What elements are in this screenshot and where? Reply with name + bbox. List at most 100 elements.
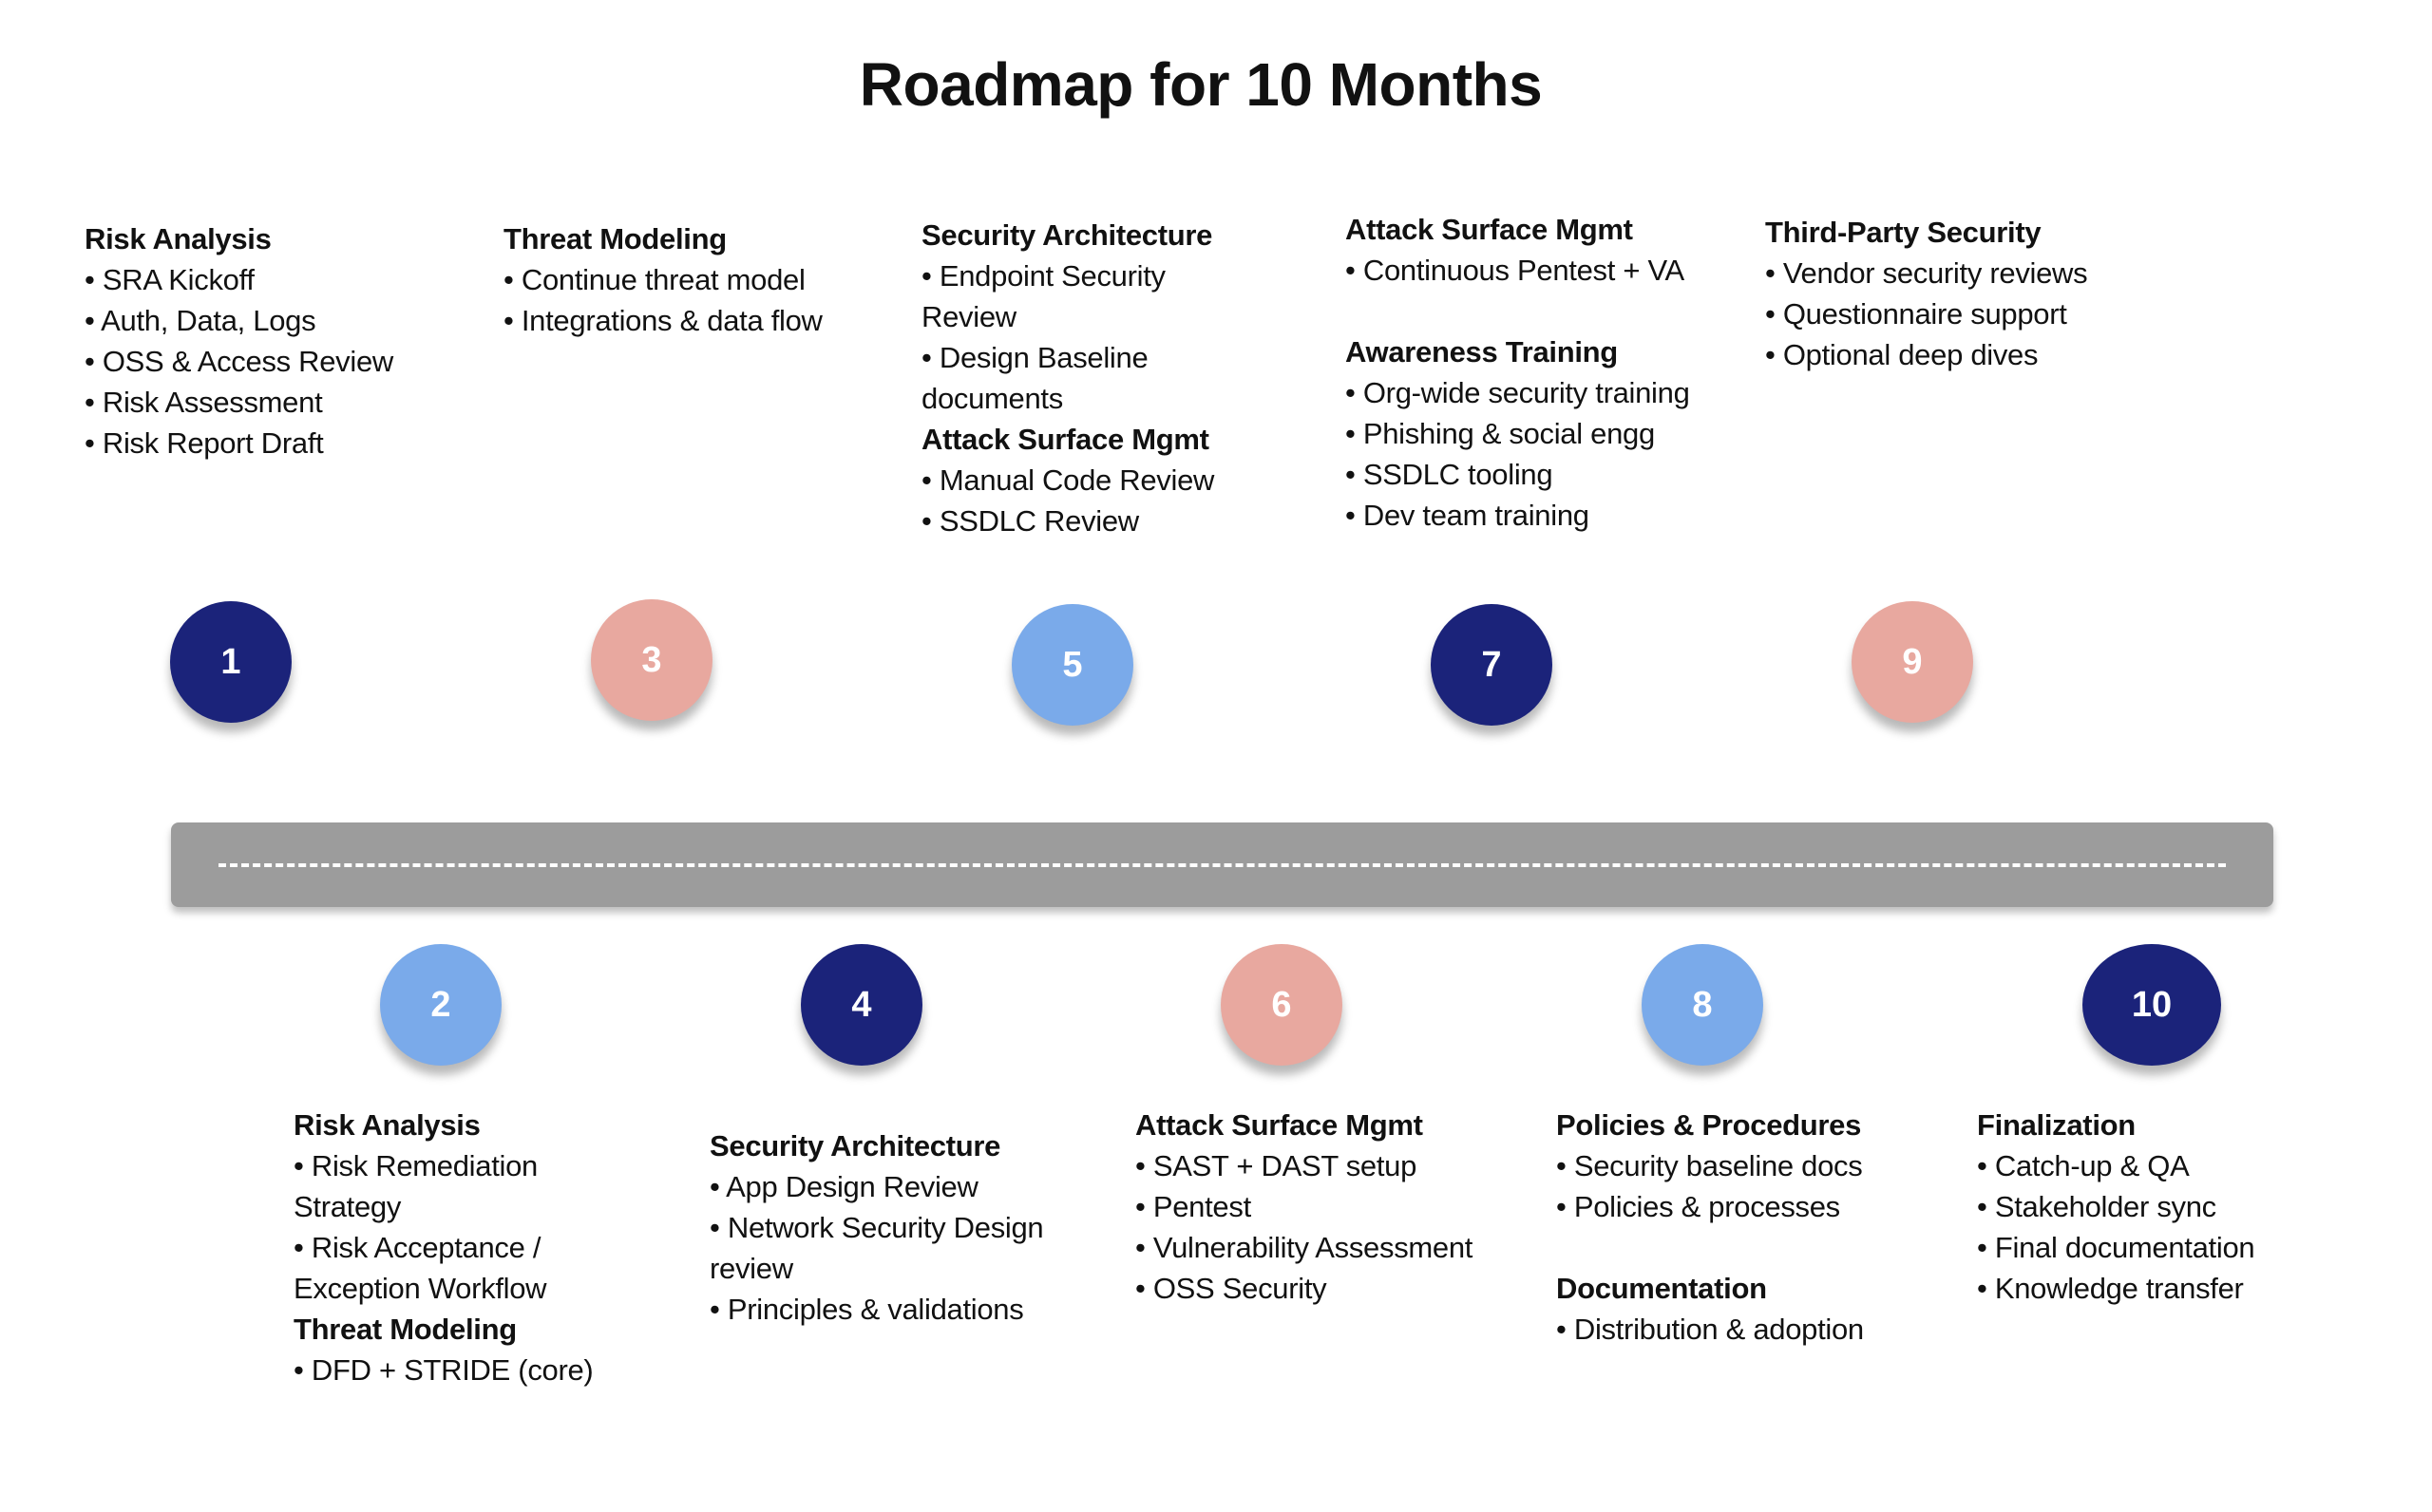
task-list: • Security baseline docs • Policies & pro… bbox=[1556, 1145, 1936, 1227]
month-6-marker: 6 bbox=[1221, 944, 1342, 1066]
section: Threat Modeling• Continue threat model• … bbox=[504, 218, 884, 341]
task-item: • Org-wide security training bbox=[1345, 376, 1690, 409]
month-3-marker: 3 bbox=[591, 599, 712, 721]
month-7-details: Attack Surface Mgmt • Continuous Pentest … bbox=[1345, 209, 1697, 536]
section: Policies & Procedures• Security baseline… bbox=[1556, 1105, 1936, 1227]
section-heading: Threat Modeling bbox=[294, 1313, 517, 1346]
section-heading: Threat Modeling bbox=[504, 222, 727, 255]
section: Third-Party Security • Vendor security re… bbox=[1765, 212, 2164, 375]
task-item: • Continue threat model bbox=[504, 263, 806, 296]
section-heading: Security Architecture bbox=[710, 1129, 1001, 1162]
section-heading: Awareness Training bbox=[1345, 335, 1618, 369]
section: Security Architecture• Endpoint Security… bbox=[922, 215, 1235, 419]
task-item: • Policies & processes bbox=[1556, 1190, 1840, 1223]
section-heading: Policies & Procedures bbox=[1556, 1108, 1862, 1142]
task-item: • Risk Report Draft bbox=[85, 426, 324, 460]
task-item: • SRA Kickoff bbox=[85, 263, 255, 296]
task-item: • Phishing & social engg bbox=[1345, 417, 1655, 450]
task-list: • App Design Review • Network Security De… bbox=[710, 1166, 1090, 1330]
task-item: • SAST + DAST setup bbox=[1135, 1149, 1417, 1182]
task-item: • Risk Acceptance / Exception Workflow bbox=[294, 1231, 547, 1305]
task-item: • Vulnerability Assessment bbox=[1135, 1231, 1473, 1264]
month-9-marker: 9 bbox=[1852, 601, 1973, 723]
task-item: • Final documentation bbox=[1977, 1231, 2255, 1264]
task-list: • Continue threat model • Integrations & … bbox=[504, 259, 884, 341]
section-heading: Security Architecture bbox=[922, 218, 1213, 252]
section: Threat Modeling • DFD + STRIDE (core) bbox=[294, 1309, 607, 1390]
task-list: • SRA Kickoff • Auth, Data, Logs • OSS & A… bbox=[85, 259, 446, 463]
task-list: • SAST + DAST setup • Pentest • Vulnerabil… bbox=[1135, 1145, 1534, 1309]
task-item: • Design Baseline documents bbox=[922, 341, 1149, 415]
task-item: • Stakeholder sync bbox=[1977, 1190, 2216, 1223]
task-list: • Continuous Pentest + VA bbox=[1345, 250, 1697, 291]
section-heading: Risk Analysis bbox=[294, 1108, 481, 1142]
task-item: • Principles & validations bbox=[710, 1293, 1024, 1326]
task-item: • Dev team training bbox=[1345, 499, 1589, 532]
month-4-details: Security Architecture • App Design Review… bbox=[710, 1125, 1090, 1330]
month-9-details: Third-Party Security • Vendor security re… bbox=[1765, 212, 2164, 375]
task-item: • SSDLC tooling bbox=[1345, 458, 1553, 491]
task-item: • Risk Assessment bbox=[85, 386, 323, 419]
month-5-marker: 5 bbox=[1012, 604, 1133, 726]
section: Attack Surface Mgmt• SAST + DAST setup• … bbox=[1135, 1105, 1534, 1309]
section: Attack Surface Mgmt • Continuous Pentest … bbox=[1345, 209, 1697, 291]
task-list: • Distribution & adoption bbox=[1556, 1309, 1936, 1350]
section-heading: Third-Party Security bbox=[1765, 216, 2042, 249]
task-list: • Manual Code Review• SSDLC Review bbox=[922, 460, 1235, 541]
section: Security Architecture • App Design Review… bbox=[710, 1125, 1090, 1330]
month-6-details: Attack Surface Mgmt• SAST + DAST setup• … bbox=[1135, 1105, 1534, 1309]
task-item: • OSS & Access Review bbox=[85, 345, 393, 378]
section-heading: Risk Analysis bbox=[85, 222, 272, 255]
task-list: • Vendor security reviews • Questionnaire… bbox=[1765, 253, 2164, 375]
task-item: • Network Security Design review bbox=[710, 1211, 1044, 1285]
task-list: • Org-wide security training • Phishing &… bbox=[1345, 372, 1697, 536]
task-item: • Security baseline docs bbox=[1556, 1149, 1863, 1182]
task-item: • SSDLC Review bbox=[922, 504, 1139, 538]
timeline-bar bbox=[171, 822, 2273, 907]
section: Awareness Training• Org-wide security tr… bbox=[1345, 331, 1697, 536]
task-item: • Knowledge transfer bbox=[1977, 1272, 2244, 1305]
month-7-marker: 7 bbox=[1431, 604, 1552, 726]
task-item: • Auth, Data, Logs bbox=[85, 304, 316, 337]
month-1-marker: 1 bbox=[170, 601, 292, 723]
month-1-details: Risk Analysis • SRA Kickoff • Auth, Data, … bbox=[85, 218, 446, 463]
month-8-marker: 8 bbox=[1642, 944, 1763, 1066]
task-item: • Questionnaire support bbox=[1765, 297, 2067, 331]
section-heading: Finalization bbox=[1977, 1108, 2136, 1142]
month-10-marker: 10 bbox=[2082, 944, 2221, 1066]
timeline-dashed-line bbox=[218, 863, 2226, 867]
month-5-details: Security Architecture• Endpoint Security… bbox=[922, 215, 1235, 541]
task-item: • App Design Review bbox=[710, 1170, 978, 1203]
task-item: • Integrations & data flow bbox=[504, 304, 823, 337]
task-item: • Vendor security reviews bbox=[1765, 256, 2088, 290]
task-list: • Endpoint Security Review • Design Basel… bbox=[922, 255, 1235, 419]
task-item: • DFD + STRIDE (core) bbox=[294, 1353, 594, 1387]
section: Risk Analysis • SRA Kickoff • Auth, Data, … bbox=[85, 218, 446, 463]
month-2-details: Risk Analysis• Risk Remediation Strategy… bbox=[294, 1105, 607, 1390]
section: Finalization • Catch-up & QA • Stakeholder… bbox=[1977, 1105, 2357, 1309]
section-heading: Attack Surface Mgmt bbox=[1135, 1108, 1423, 1142]
section-heading: Attack Surface Mgmt bbox=[922, 423, 1209, 456]
page-title: Roadmap for 10 Months bbox=[859, 50, 1543, 119]
month-8-details: Policies & Procedures• Security baseline… bbox=[1556, 1105, 1936, 1350]
task-item: • Pentest bbox=[1135, 1190, 1251, 1223]
month-3-details: Threat Modeling• Continue threat model• … bbox=[504, 218, 884, 341]
task-item: • Catch-up & QA bbox=[1977, 1149, 2190, 1182]
month-4-marker: 4 bbox=[801, 944, 922, 1066]
task-item: • Optional deep dives bbox=[1765, 338, 2039, 371]
task-item: • Risk Remediation Strategy bbox=[294, 1149, 538, 1223]
task-item: • Continuous Pentest + VA bbox=[1345, 254, 1684, 287]
task-list: • Risk Remediation Strategy • Risk Accept… bbox=[294, 1145, 607, 1309]
task-list: • Catch-up & QA • Stakeholder sync • Final… bbox=[1977, 1145, 2357, 1309]
section: Attack Surface Mgmt • Manual Code Review•… bbox=[922, 419, 1235, 541]
task-item: • Endpoint Security Review bbox=[922, 259, 1166, 333]
section-heading: Attack Surface Mgmt bbox=[1345, 213, 1633, 246]
month-2-marker: 2 bbox=[380, 944, 502, 1066]
task-item: • OSS Security bbox=[1135, 1272, 1327, 1305]
task-list: • DFD + STRIDE (core) bbox=[294, 1350, 607, 1390]
month-10-details: Finalization • Catch-up & QA • Stakeholder… bbox=[1977, 1105, 2357, 1309]
task-item: • Distribution & adoption bbox=[1556, 1313, 1864, 1346]
section: Risk Analysis• Risk Remediation Strategy… bbox=[294, 1105, 607, 1309]
section: Documentation • Distribution & adoption bbox=[1556, 1268, 1936, 1350]
section-heading: Documentation bbox=[1556, 1272, 1767, 1305]
